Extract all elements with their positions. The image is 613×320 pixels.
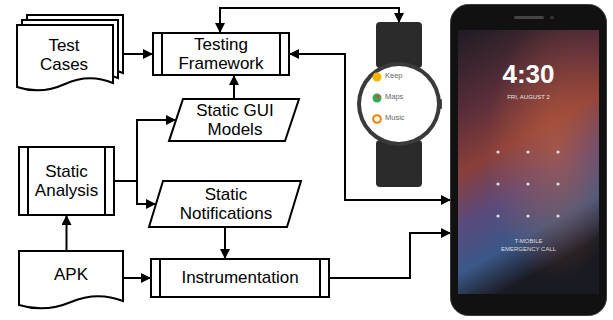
data-parallelogram: Static Notifications — [148, 180, 302, 228]
watch-part — [373, 73, 382, 82]
connector-arrow — [115, 120, 175, 181]
text-area: Static Notifications — [166, 182, 286, 226]
outline-path — [19, 251, 123, 308]
document-stack: Test Cases — [16, 14, 124, 94]
text-holder: 4:30 — [450, 60, 607, 89]
phone-part — [550, 16, 554, 20]
phone-part — [451, 5, 607, 316]
emergency-text: EMERGENCY CALL — [450, 246, 607, 253]
text-holder: Music — [385, 114, 405, 122]
watch-part — [373, 115, 381, 123]
process-box: Testing Framework — [152, 32, 290, 76]
node-label: Static Notifications — [166, 185, 286, 223]
date-text: FRI, AUGUST 2 — [450, 94, 607, 101]
watch-part — [376, 140, 422, 187]
connector-arrow — [224, 228, 226, 258]
phone-part — [556, 214, 559, 217]
text-holder: T-MOBILE — [450, 238, 607, 245]
node-label: Instrumentation — [181, 268, 298, 287]
text-area: Testing Framework — [168, 34, 274, 74]
process-box: Static Analysis — [18, 146, 115, 216]
text-holder: Keep — [385, 72, 403, 80]
phone-part — [526, 182, 529, 185]
node-label: Static Analysis — [31, 162, 102, 200]
node-label: Test Cases — [26, 36, 102, 74]
text-area: Test Cases — [26, 26, 102, 84]
watch-part — [377, 95, 381, 99]
smartphone-outline — [450, 4, 607, 316]
node-label: Testing Framework — [168, 35, 274, 73]
data-parallelogram: Static GUI Models — [168, 98, 300, 142]
smartwatch-outline — [355, 22, 443, 187]
carrier-text: T-MOBILE — [450, 238, 607, 245]
outline-path — [160, 259, 320, 297]
connector-arrow — [233, 76, 235, 98]
outline-path — [17, 25, 113, 90]
app-label: Keep — [385, 72, 403, 80]
text-area: APK — [26, 252, 116, 298]
clock-text: 4:30 — [450, 60, 607, 89]
text-area: Static GUI Models — [186, 100, 284, 140]
connector-arrow — [66, 216, 68, 250]
connector-arrow — [330, 233, 450, 278]
text-holder: EMERGENCY CALL — [450, 246, 607, 253]
smartphone: 4:30FRI, AUGUST 2 T-MOBILEEMERGENCY CALL — [450, 4, 607, 316]
watch-part — [361, 66, 437, 142]
app-label: Music — [385, 114, 405, 122]
connector-arrow — [220, 8, 399, 32]
phone-part — [496, 150, 499, 153]
outline-path — [169, 99, 299, 141]
outline-path — [151, 259, 329, 297]
text-area: Static Analysis — [31, 148, 102, 214]
phone-part — [496, 182, 499, 185]
connector-arrow — [290, 54, 450, 200]
outline-path — [28, 147, 105, 215]
connector-arrow — [115, 181, 155, 204]
outline-path — [19, 147, 114, 215]
node-label: APK — [54, 265, 88, 284]
text-area: Instrumentation — [164, 260, 316, 296]
phone-part — [496, 214, 499, 217]
outline-path — [153, 33, 289, 75]
text-holder: Maps — [385, 93, 403, 101]
outline-path — [149, 181, 301, 227]
app-label: Maps — [385, 93, 403, 101]
process-box: Instrumentation — [150, 258, 330, 298]
phone-part — [556, 150, 559, 153]
text-holder: FRI, AUGUST 2 — [450, 94, 607, 101]
connector-arrow — [124, 53, 152, 55]
watch-part — [373, 94, 382, 103]
watch-part — [376, 22, 422, 68]
phone-part — [556, 182, 559, 185]
watch-part — [357, 62, 441, 146]
phone-part — [526, 150, 529, 153]
phone-part — [526, 214, 529, 217]
connector-arrow — [124, 277, 150, 279]
node-label: Static GUI Models — [186, 101, 284, 139]
outline-path — [162, 33, 280, 75]
phone-part — [514, 16, 544, 19]
document-shape: APK — [18, 250, 124, 312]
smartwatch: KeepMapsMusic — [355, 22, 443, 187]
